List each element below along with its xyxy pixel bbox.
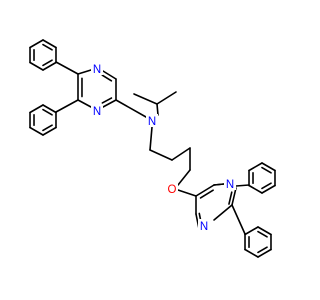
chain-bond bbox=[177, 169, 191, 186]
phenyl-1-double-bond bbox=[42, 59, 53, 67]
isopropyl-bond bbox=[156, 103, 159, 116]
atom-n1: N bbox=[93, 64, 101, 76]
phenyl-2-bond bbox=[42, 126, 57, 136]
phenyl-2-bond bbox=[29, 104, 44, 114]
phenyl-2-bond bbox=[29, 126, 44, 136]
amine-bond bbox=[115, 99, 147, 118]
phenyl-1-double-bond bbox=[42, 43, 53, 51]
phenyl-3-link bbox=[235, 184, 250, 187]
phenyl-4-bond bbox=[257, 248, 272, 258]
structure-canvas: N N N O N N bbox=[29, 39, 276, 258]
phenyl-4-bond bbox=[244, 226, 259, 236]
phenyl-1-link bbox=[55, 61, 79, 75]
phenyl-4-bond bbox=[244, 248, 259, 258]
pyrazine-1-bond bbox=[102, 99, 117, 108]
pyrazine-2-bond bbox=[231, 187, 237, 206]
phenyl-1-bond bbox=[42, 39, 57, 49]
phenyl-4-link bbox=[231, 204, 246, 235]
atom-o-ether: O bbox=[168, 184, 177, 196]
phenyl-1-bond bbox=[29, 61, 44, 71]
atom-n4: N bbox=[200, 221, 208, 233]
ether-bond bbox=[177, 189, 197, 197]
pyrazine-2-bond bbox=[195, 184, 215, 197]
molecule-drawing: N N N O N N bbox=[29, 39, 276, 258]
pyrazine-1-bond bbox=[77, 99, 92, 108]
atom-n-amine: N bbox=[148, 116, 156, 128]
atom-n2: N bbox=[93, 106, 101, 118]
phenyl-2-link bbox=[55, 99, 79, 113]
phenyl-4-double-bond bbox=[257, 230, 268, 238]
phenyl-3-double-bond bbox=[261, 166, 272, 174]
bond-layer bbox=[29, 39, 276, 258]
pyrazine-2-bond bbox=[213, 204, 233, 221]
atom-n3: N bbox=[226, 179, 234, 191]
phenyl-4-double-bond bbox=[257, 246, 268, 254]
phenyl-1-bond bbox=[29, 39, 44, 49]
phenyl-2-double-bond bbox=[42, 124, 53, 132]
pyrazine-2-bond bbox=[213, 183, 225, 186]
pyrazine-2-double-bond bbox=[199, 189, 214, 199]
phenyl-3-bond bbox=[248, 184, 263, 194]
pyrazine-1-bond bbox=[77, 69, 92, 75]
atom-label-layer: N N N O N N bbox=[91, 62, 236, 233]
chain-bond bbox=[149, 149, 173, 161]
phenyl-3-bond bbox=[261, 184, 276, 194]
pyrazine-1-double-bond bbox=[101, 74, 113, 82]
isopropyl-bond bbox=[133, 93, 158, 105]
phenyl-1-bond bbox=[42, 61, 57, 71]
phenyl-4-bond bbox=[257, 226, 272, 236]
phenyl-2-bond bbox=[42, 104, 57, 114]
pyrazine-1-double-bond bbox=[101, 97, 113, 104]
phenyl-3-bond bbox=[248, 162, 263, 172]
phenyl-3-double-bond bbox=[261, 182, 272, 190]
pyrazine-1-bond bbox=[102, 70, 117, 80]
chain-bond bbox=[171, 147, 191, 161]
pyrazine-2-double-bond bbox=[228, 191, 233, 205]
phenyl-2-double-bond bbox=[42, 108, 53, 116]
phenyl-3-bond bbox=[261, 162, 276, 172]
isopropyl-bond bbox=[156, 91, 177, 105]
chain-bond bbox=[149, 126, 153, 151]
